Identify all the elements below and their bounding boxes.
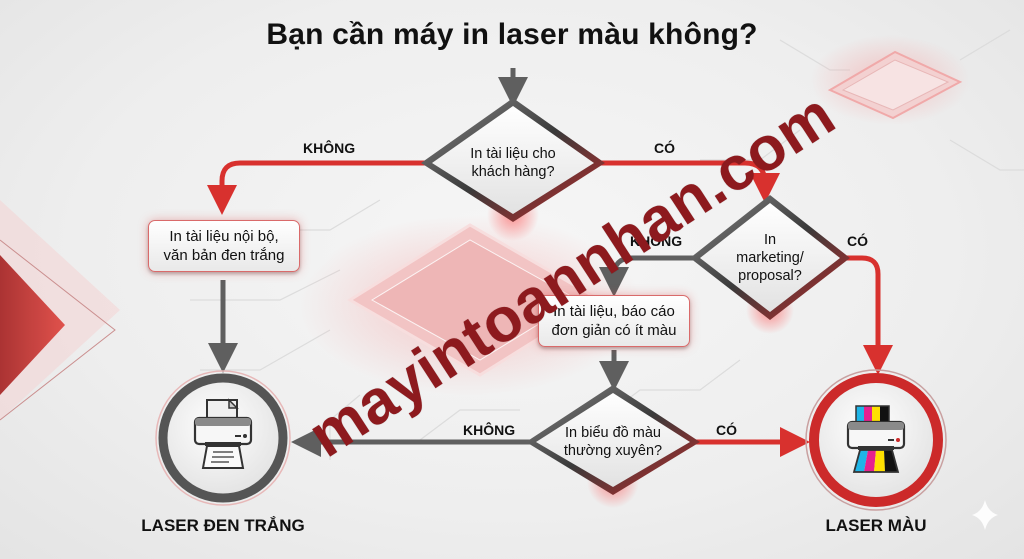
chip-graphic-top-right: [810, 35, 970, 125]
arrow-d2-yes: [842, 255, 893, 375]
box-simple-line2: đơn giản có ít màu: [551, 322, 677, 339]
box-internal-line2: văn bản đen trắng: [163, 247, 285, 264]
chip-graphic-center: [300, 215, 640, 395]
decision-diamond-3: [526, 385, 700, 495]
decision-1-line1: In tài liệu cho: [470, 146, 556, 162]
edge-label-d3-no: KHÔNG: [463, 422, 516, 438]
decision-2-text: In marketing/ proposal?: [712, 228, 828, 288]
page-title: Bạn cần máy in laser màu không?: [266, 18, 758, 51]
process-box-simple: In tài liệu, báo cáo đơn giản có ít màu: [538, 295, 690, 347]
decision-1-text: In tài liệu cho khách hàng?: [445, 140, 581, 186]
decision-1-line2: khách hàng?: [471, 164, 555, 180]
arrow-d2-no: [599, 255, 700, 297]
printer-mono-icon: [193, 398, 253, 469]
edge-label-d2-yes: CÓ: [847, 233, 868, 249]
decision-diamond-2: [690, 195, 850, 320]
edge-label-d3-yes: CÓ: [716, 422, 737, 438]
outcome-label-mono: LASER ĐEN TRẮNG: [141, 516, 305, 535]
box-simple-line1: In tài liệu, báo cáo: [553, 303, 675, 320]
arrow-d1-no: [207, 160, 430, 215]
sparkle-icon: [972, 500, 998, 530]
edge-label-d2-no: KHÔNG: [630, 233, 683, 249]
decorative-left-triangles: [0, 200, 120, 421]
decision-3-line1: In biểu đồ màu: [565, 425, 661, 441]
process-box-internal: In tài liệu nội bộ, văn bản đen trắng: [148, 220, 300, 272]
arrow-d1-yes: [597, 160, 780, 203]
edge-label-d1-no: KHÔNG: [303, 140, 356, 156]
decision-3-text: In biểu đồ màu thường xuyên?: [545, 420, 681, 464]
printer-color-icon: [846, 405, 906, 473]
edge-label-d1-yes: CÓ: [654, 140, 675, 156]
outcome-label-color: LASER MÀU: [825, 516, 927, 535]
decision-diamond-1: [421, 98, 605, 222]
decision-3-line2: thường xuyên?: [563, 443, 663, 459]
box-internal-line1: In tài liệu nội bộ,: [169, 228, 279, 245]
decision-2-line2: marketing/: [736, 250, 804, 266]
decision-2-line1: In: [763, 232, 777, 248]
decision-2-line3: proposal?: [738, 268, 802, 284]
